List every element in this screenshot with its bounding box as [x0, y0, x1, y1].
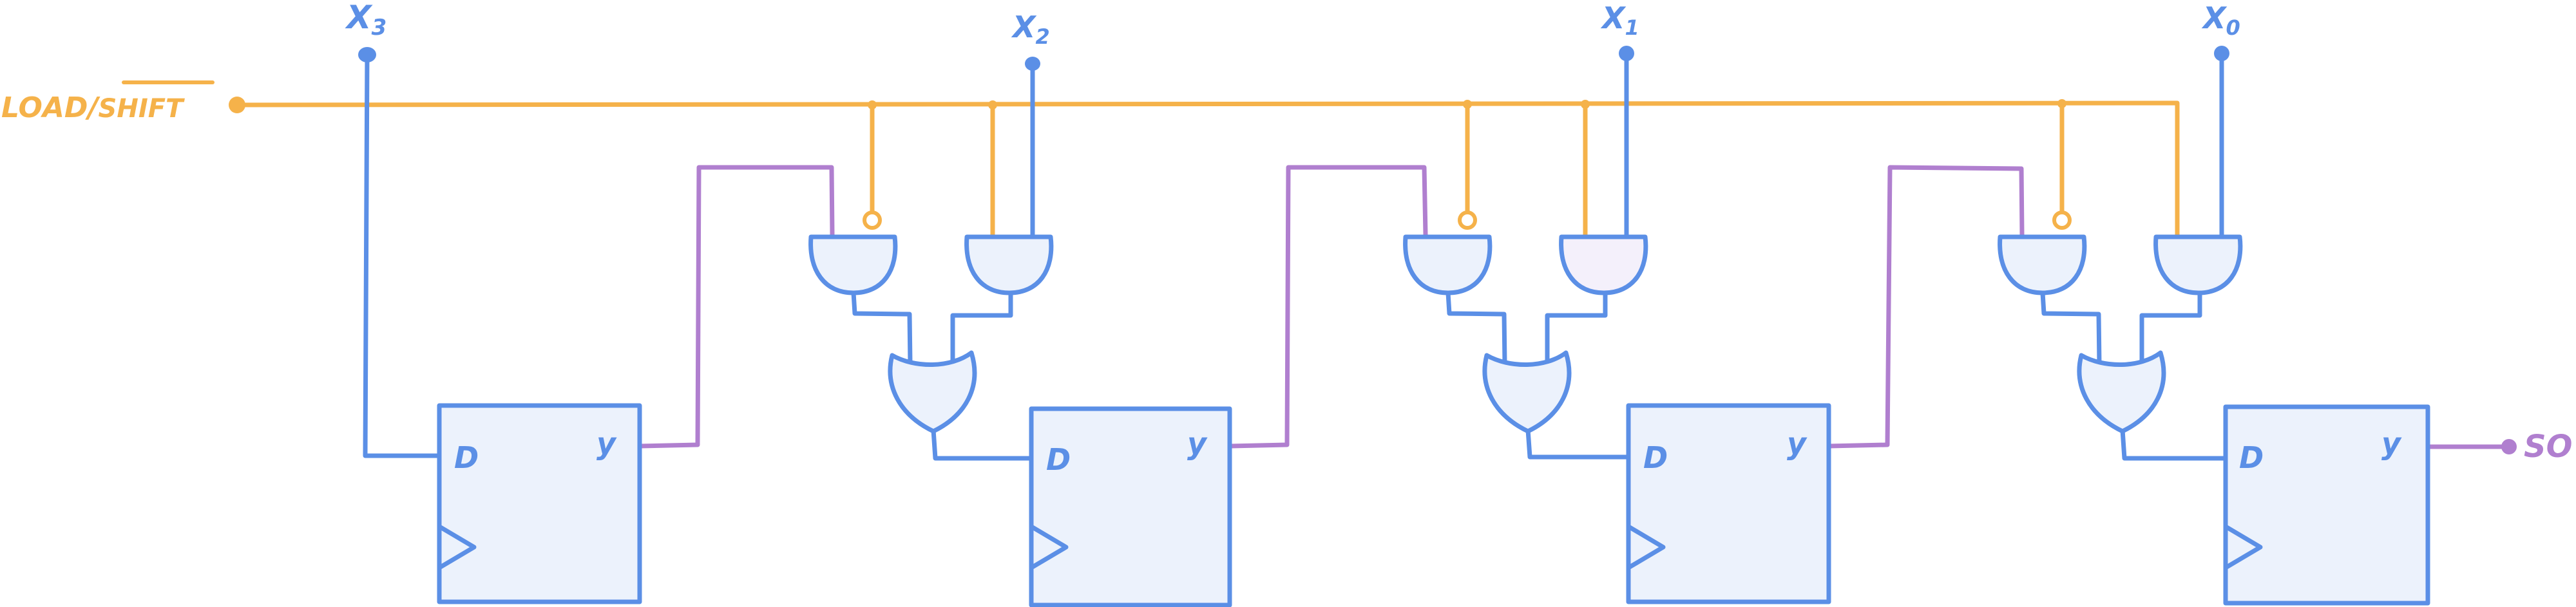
flipflop-2-q-label: y: [1187, 426, 1208, 461]
flipflop-1-q-label: y: [596, 426, 617, 461]
or-gates: [888, 350, 2166, 434]
and-gate: [1998, 234, 2087, 295]
and-gate: [964, 234, 1054, 295]
flipflop-2: [1029, 406, 1232, 607]
data-input-wires: [363, 52, 2224, 458]
flipflop-4-d-label: D: [2239, 440, 2264, 475]
and-gate: [2153, 234, 2243, 295]
flipflops: [437, 403, 2430, 607]
input-x1-label: X1: [1600, 1, 1639, 40]
input-x3-label: X3: [345, 0, 386, 41]
flipflop-1: [437, 403, 642, 604]
or-gate: [2077, 350, 2166, 434]
flipflop-1-d-label: D: [454, 440, 479, 475]
flipflop-3-q-label: y: [1787, 426, 1808, 461]
gate-wires: [851, 290, 2228, 461]
and-gate: [1559, 234, 1648, 295]
input-x0-label: X0: [2201, 1, 2240, 40]
inverter-bubbles: [863, 210, 2072, 230]
shift-path-wires: [637, 165, 2507, 449]
and-gate: [808, 234, 898, 295]
flipflop-4-q-label: y: [2381, 426, 2402, 461]
shift-text: SHIFT: [99, 94, 185, 124]
input-pins: [358, 46, 2229, 71]
flipflop-3: [1626, 403, 1831, 604]
flipflop-3-d-label: D: [1643, 440, 1668, 475]
and-gates: [808, 234, 2243, 295]
load-shift-bus: [234, 100, 2180, 238]
input-x2-label: X2: [1011, 10, 1050, 49]
load-shift-label: LOAD/SHIFT: [1, 91, 185, 124]
serial-out-label: SO: [2524, 429, 2572, 465]
or-gate: [888, 350, 977, 434]
flipflop-4: [2223, 404, 2430, 606]
and-gate: [1403, 234, 1493, 295]
junction-dots: [229, 97, 2066, 113]
or-gate: [1482, 350, 1572, 434]
flipflop-2-d-label: D: [1046, 442, 1071, 477]
serial-out-pin: [2501, 439, 2517, 454]
